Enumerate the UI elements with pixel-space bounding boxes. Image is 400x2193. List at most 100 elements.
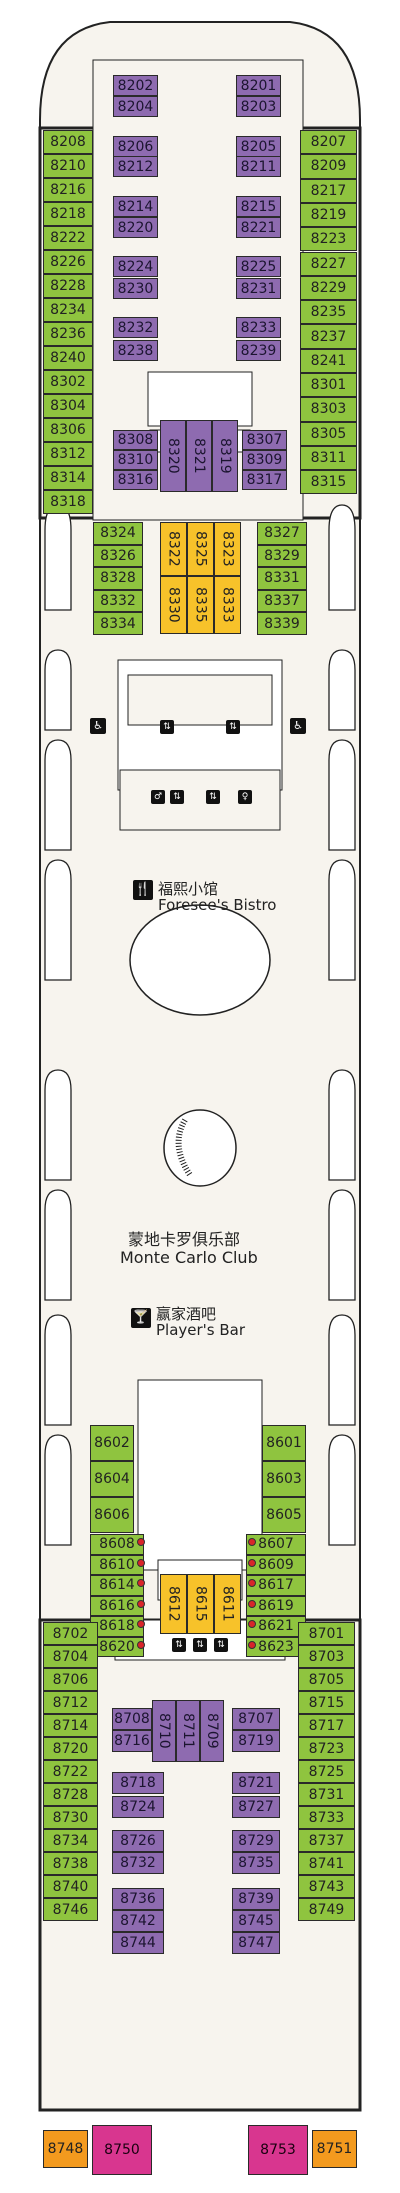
cabin-8605[interactable]: 8605 xyxy=(262,1497,306,1533)
cabin-8219[interactable]: 8219 xyxy=(300,202,357,228)
cabin-8221[interactable]: 8221 xyxy=(236,217,281,238)
cabin-8743[interactable]: 8743 xyxy=(298,1875,355,1898)
cabin-8320[interactable]: 8320 xyxy=(160,420,186,492)
cabin-8207[interactable]: 8207 xyxy=(300,130,357,155)
cabin-8212[interactable]: 8212 xyxy=(113,156,158,177)
cabin-8731[interactable]: 8731 xyxy=(298,1783,355,1806)
cabin-8208[interactable]: 8208 xyxy=(43,130,93,154)
cabin-8210[interactable]: 8210 xyxy=(43,154,93,178)
cabin-8734[interactable]: 8734 xyxy=(43,1829,98,1852)
cabin-8702[interactable]: 8702 xyxy=(43,1622,98,1645)
cabin-8705[interactable]: 8705 xyxy=(298,1668,355,1691)
cabin-8618[interactable]: 8618 xyxy=(90,1616,144,1637)
cabin-8301[interactable]: 8301 xyxy=(300,373,357,398)
cabin-8732[interactable]: 8732 xyxy=(112,1852,164,1874)
cabin-8317[interactable]: 8317 xyxy=(242,470,287,490)
cabin-8608[interactable]: 8608 xyxy=(90,1534,144,1555)
cabin-8302[interactable]: 8302 xyxy=(43,370,93,394)
cabin-8612[interactable]: 8612 xyxy=(160,1574,187,1634)
cabin-8339[interactable]: 8339 xyxy=(257,612,307,635)
cabin-8741[interactable]: 8741 xyxy=(298,1852,355,1875)
cabin-8739[interactable]: 8739 xyxy=(232,1888,280,1910)
cabin-8740[interactable]: 8740 xyxy=(43,1875,98,1898)
cabin-8232[interactable]: 8232 xyxy=(113,317,158,338)
cabin-8720[interactable]: 8720 xyxy=(43,1737,98,1760)
cabin-8206[interactable]: 8206 xyxy=(113,136,158,157)
cabin-8203[interactable]: 8203 xyxy=(236,96,281,117)
cabin-8748[interactable]: 8748 xyxy=(43,2130,88,2168)
cabin-8237[interactable]: 8237 xyxy=(300,324,357,349)
cabin-8201[interactable]: 8201 xyxy=(236,75,281,96)
cabin-8724[interactable]: 8724 xyxy=(112,1796,164,1818)
cabin-8611[interactable]: 8611 xyxy=(214,1574,241,1634)
cabin-8234[interactable]: 8234 xyxy=(43,298,93,322)
cabin-8315[interactable]: 8315 xyxy=(300,470,357,495)
cabin-8602[interactable]: 8602 xyxy=(90,1425,134,1461)
cabin-8746[interactable]: 8746 xyxy=(43,1898,98,1921)
cabin-8620[interactable]: 8620 xyxy=(90,1636,144,1657)
cabin-8711[interactable]: 8711 xyxy=(176,1700,200,1762)
cabin-8229[interactable]: 8229 xyxy=(300,275,357,301)
cabin-8318[interactable]: 8318 xyxy=(43,490,93,514)
cabin-8715[interactable]: 8715 xyxy=(298,1691,355,1714)
cabin-8327[interactable]: 8327 xyxy=(257,522,307,545)
cabin-8722[interactable]: 8722 xyxy=(43,1760,98,1783)
cabin-8222[interactable]: 8222 xyxy=(43,226,93,250)
cabin-8606[interactable]: 8606 xyxy=(90,1497,134,1533)
cabin-8735[interactable]: 8735 xyxy=(232,1852,280,1874)
cabin-8742[interactable]: 8742 xyxy=(112,1910,164,1932)
cabin-8716[interactable]: 8716 xyxy=(112,1730,152,1752)
cabin-8322[interactable]: 8322 xyxy=(160,522,187,576)
cabin-8316[interactable]: 8316 xyxy=(113,470,158,490)
cabin-8226[interactable]: 8226 xyxy=(43,250,93,274)
cabin-8725[interactable]: 8725 xyxy=(298,1760,355,1783)
cabin-8728[interactable]: 8728 xyxy=(43,1783,98,1806)
cabin-8710[interactable]: 8710 xyxy=(152,1700,176,1762)
cabin-8331[interactable]: 8331 xyxy=(257,567,307,590)
cabin-8753[interactable]: 8753 xyxy=(248,2125,308,2175)
cabin-8224[interactable]: 8224 xyxy=(113,256,158,277)
cabin-8615[interactable]: 8615 xyxy=(187,1574,214,1634)
cabin-8306[interactable]: 8306 xyxy=(43,418,93,442)
cabin-8747[interactable]: 8747 xyxy=(232,1932,280,1954)
cabin-8202[interactable]: 8202 xyxy=(113,75,158,96)
cabin-8305[interactable]: 8305 xyxy=(300,421,357,446)
cabin-8719[interactable]: 8719 xyxy=(232,1730,280,1752)
cabin-8204[interactable]: 8204 xyxy=(113,96,158,117)
cabin-8332[interactable]: 8332 xyxy=(93,589,143,613)
cabin-8334[interactable]: 8334 xyxy=(93,612,143,635)
cabin-8209[interactable]: 8209 xyxy=(300,154,357,179)
cabin-8329[interactable]: 8329 xyxy=(257,544,307,568)
cabin-8601[interactable]: 8601 xyxy=(262,1425,306,1461)
cabin-8749[interactable]: 8749 xyxy=(298,1898,355,1921)
cabin-8738[interactable]: 8738 xyxy=(43,1852,98,1875)
cabin-8321[interactable]: 8321 xyxy=(186,420,212,492)
cabin-8712[interactable]: 8712 xyxy=(43,1691,98,1714)
cabin-8309[interactable]: 8309 xyxy=(242,450,287,470)
cabin-8310[interactable]: 8310 xyxy=(113,450,158,470)
cabin-8319[interactable]: 8319 xyxy=(212,420,238,492)
cabin-8233[interactable]: 8233 xyxy=(236,317,281,338)
cabin-8241[interactable]: 8241 xyxy=(300,348,357,373)
cabin-8744[interactable]: 8744 xyxy=(112,1932,164,1954)
cabin-8704[interactable]: 8704 xyxy=(43,1645,98,1668)
cabin-8721[interactable]: 8721 xyxy=(232,1772,280,1794)
cabin-8328[interactable]: 8328 xyxy=(93,567,143,590)
cabin-8727[interactable]: 8727 xyxy=(232,1796,280,1818)
cabin-8323[interactable]: 8323 xyxy=(214,522,241,576)
cabin-8707[interactable]: 8707 xyxy=(232,1708,280,1730)
cabin-8751[interactable]: 8751 xyxy=(312,2130,357,2168)
cabin-8223[interactable]: 8223 xyxy=(300,227,357,252)
cabin-8703[interactable]: 8703 xyxy=(298,1645,355,1668)
cabin-8723[interactable]: 8723 xyxy=(298,1737,355,1760)
cabin-8610[interactable]: 8610 xyxy=(90,1554,144,1575)
cabin-8312[interactable]: 8312 xyxy=(43,442,93,466)
cabin-8231[interactable]: 8231 xyxy=(236,278,281,299)
cabin-8235[interactable]: 8235 xyxy=(300,300,357,325)
cabin-8218[interactable]: 8218 xyxy=(43,202,93,226)
cabin-8604[interactable]: 8604 xyxy=(90,1461,134,1497)
cabin-8718[interactable]: 8718 xyxy=(112,1772,164,1794)
cabin-8314[interactable]: 8314 xyxy=(43,466,93,490)
cabin-8304[interactable]: 8304 xyxy=(43,394,93,418)
cabin-8303[interactable]: 8303 xyxy=(300,397,357,422)
